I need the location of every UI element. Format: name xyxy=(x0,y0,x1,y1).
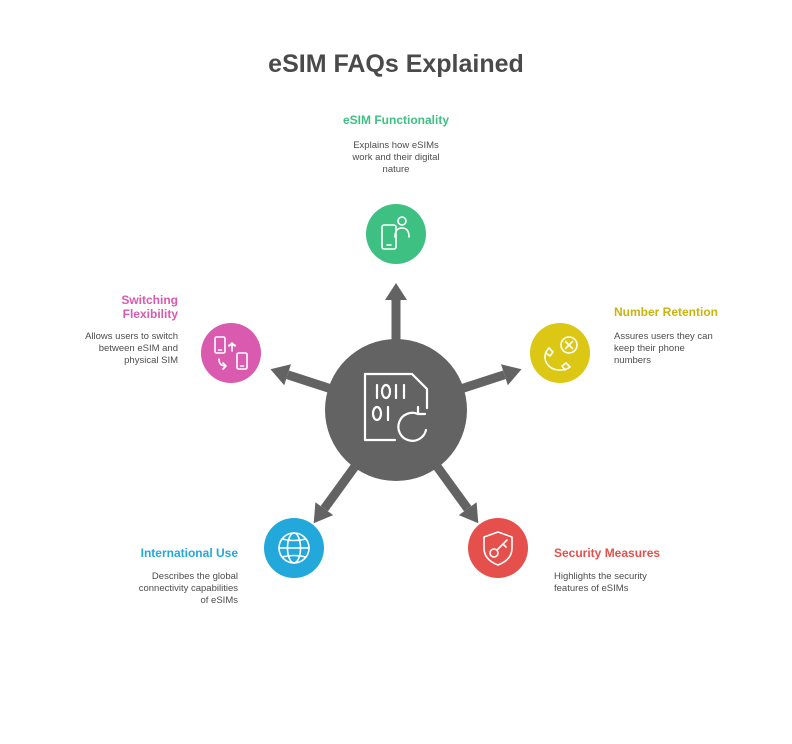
hub-circle xyxy=(325,339,467,481)
device-switch-icon xyxy=(214,336,248,370)
security-title: Security Measures xyxy=(554,546,661,560)
arrow-to-switching xyxy=(270,364,337,395)
phone-person-icon xyxy=(381,216,410,250)
retention-node[interactable] xyxy=(530,323,590,383)
arrow-to-retention xyxy=(455,364,522,395)
switching-node[interactable] xyxy=(201,323,261,383)
shield-key-icon xyxy=(483,531,513,566)
retention-title: Number Retention xyxy=(614,305,719,319)
page-title: eSIM FAQs Explained xyxy=(268,50,524,78)
sim-card-refresh-icon xyxy=(363,372,429,442)
security-description: Highlights the security features of eSIM… xyxy=(554,571,647,594)
arrow-to-international xyxy=(313,459,363,524)
switching-title: Switching Flexibility xyxy=(121,293,178,321)
international-title: International Use xyxy=(140,546,238,560)
arrow-to-functionality xyxy=(385,283,407,345)
arrows xyxy=(270,283,522,524)
retention-description: Assures users they can keep their phone … xyxy=(614,331,713,366)
functionality-title: eSIM Functionality xyxy=(342,113,449,127)
international-description: Describes the global connectivity capabi… xyxy=(138,571,238,606)
arrow-to-security xyxy=(429,459,479,524)
switching-description: Allows users to switch between eSIM and … xyxy=(85,331,178,366)
phone-cancel-icon xyxy=(544,336,578,371)
globe-icon xyxy=(278,532,310,564)
functionality-description: Explains how eSIMs work and their digita… xyxy=(352,140,440,175)
